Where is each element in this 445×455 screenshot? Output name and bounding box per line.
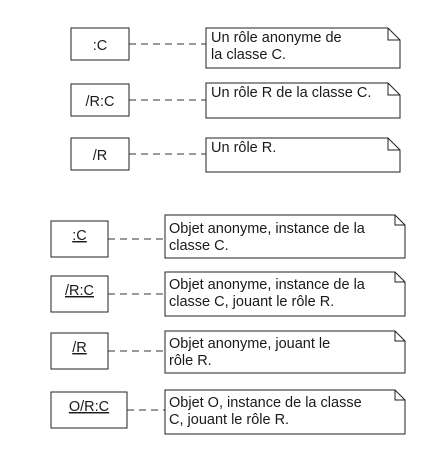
note-line: classe C, jouant le rôle R. <box>169 294 334 310</box>
note-line: Un rôle anonyme de <box>211 30 342 46</box>
note-fold <box>387 138 400 151</box>
note-line: Objet anonyme, instance de la <box>169 277 366 293</box>
note-line: rôle R. <box>169 353 212 369</box>
element-label: O/R:C <box>69 399 109 415</box>
note-box <box>164 214 406 259</box>
note-line: Un rôle R de la classe C. <box>211 85 371 101</box>
note-fold <box>387 83 400 96</box>
element-box <box>50 391 128 429</box>
note-fold <box>387 28 400 41</box>
note-line: classe C. <box>169 238 229 254</box>
note-box <box>205 82 401 119</box>
element-label: :C <box>93 38 108 54</box>
note-box <box>164 271 406 317</box>
note-box <box>205 27 401 69</box>
element-box <box>50 332 109 370</box>
diagram-row: :C Un rôle anonyme de la classe C. <box>70 27 401 69</box>
note-box <box>164 389 406 435</box>
note-box <box>164 330 406 374</box>
note-line: C, jouant le rôle R. <box>169 412 289 428</box>
note-line: Objet anonyme, instance de la <box>169 221 366 237</box>
element-label: /R <box>72 340 87 356</box>
element-label: /R <box>93 148 108 164</box>
note-fold <box>394 331 405 342</box>
note-line: Objet O, instance de la classe <box>169 395 362 411</box>
diagram-row: O/R:C Objet O, instance de la classe C, … <box>50 389 406 435</box>
note-line: Un rôle R. <box>211 140 276 156</box>
diagram-row: /R:C Objet anonyme, instance de la class… <box>50 271 406 317</box>
note-fold <box>394 272 405 283</box>
diagram-row: :C Objet anonyme, instance de la classe … <box>50 214 406 259</box>
diagram-row: /R:C Un rôle R de la classe C. <box>70 82 401 119</box>
diagram-row: /R Un rôle R. <box>70 137 401 173</box>
element-box <box>70 27 130 61</box>
diagram-row: /R Objet anonyme, jouant le rôle R. <box>50 330 406 374</box>
note-line: la classe C. <box>211 47 286 63</box>
note-line: Objet anonyme, jouant le <box>169 336 330 352</box>
note-fold <box>394 390 405 401</box>
element-label: :C <box>72 228 87 244</box>
element-label: /R:C <box>86 94 115 110</box>
note-box <box>205 137 401 173</box>
element-label: /R:C <box>65 283 94 299</box>
note-fold <box>394 215 405 226</box>
